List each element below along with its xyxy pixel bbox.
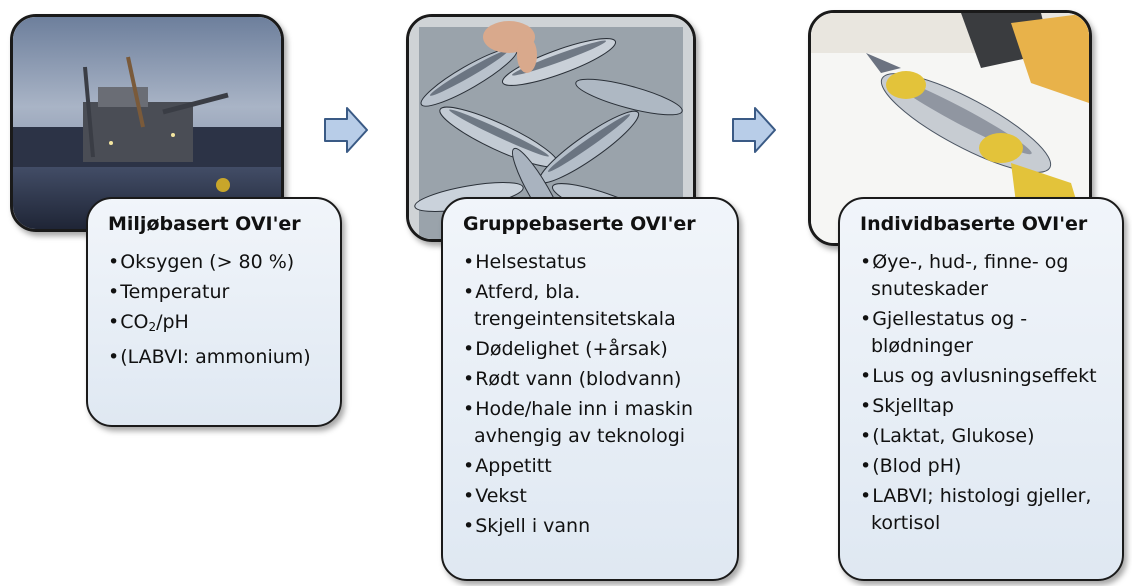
list-item: Atferd, bla. trengeintensitetskala bbox=[463, 279, 727, 333]
environment-panel: Miljøbasert OVI'er Oksygen (> 80 %) Temp… bbox=[86, 197, 342, 427]
individual-panel: Individbaserte OVI'er Øye-, hud-, finne-… bbox=[838, 197, 1124, 581]
list-item: Dødelighet (+årsak) bbox=[463, 336, 727, 363]
list-item: Rødt vann (blodvann) bbox=[463, 366, 727, 393]
list-item: CO2/pH bbox=[108, 309, 330, 341]
list-item: Vekst bbox=[463, 483, 727, 510]
list-item: LABVI; histologi gjeller, kortisol bbox=[860, 483, 1112, 537]
list-item: Appetitt bbox=[463, 453, 727, 480]
list-item: Lus og avlusningseffekt bbox=[860, 363, 1112, 390]
panel-title: Miljøbasert OVI'er bbox=[108, 213, 301, 235]
right-arrow-icon bbox=[731, 106, 777, 154]
panel-list: Øye-, hud-, finne- og snuteskader Gjelle… bbox=[860, 249, 1112, 537]
panel-list: Oksygen (> 80 %) Temperatur CO2/pH (LABV… bbox=[108, 249, 330, 371]
group-panel: Gruppebaserte OVI'er Helsestatus Atferd,… bbox=[441, 197, 739, 581]
list-item: (LABVI: ammonium) bbox=[108, 344, 330, 371]
list-item: (Blod pH) bbox=[860, 453, 1112, 480]
panel-title: Individbaserte OVI'er bbox=[860, 213, 1088, 235]
boat-at-fish-farm-photo bbox=[10, 14, 284, 232]
panel-list: Helsestatus Atferd, bla. trengeintensite… bbox=[463, 249, 727, 540]
list-item: Oksygen (> 80 %) bbox=[108, 249, 330, 276]
list-item: (Laktat, Glukose) bbox=[860, 423, 1112, 450]
list-item: Hode/hale inn i maskin avhengig av tekno… bbox=[463, 396, 727, 450]
panel-title: Gruppebaserte OVI'er bbox=[463, 213, 696, 235]
right-arrow-icon bbox=[323, 106, 369, 154]
list-item: Skjelltap bbox=[860, 393, 1112, 420]
list-item: Temperatur bbox=[108, 279, 330, 306]
list-item: Helsestatus bbox=[463, 249, 727, 276]
list-item: Gjellestatus og - blødninger bbox=[860, 306, 1112, 360]
list-item: Skjell i vann bbox=[463, 513, 727, 540]
list-item: Øye-, hud-, finne- og snuteskader bbox=[860, 249, 1112, 303]
